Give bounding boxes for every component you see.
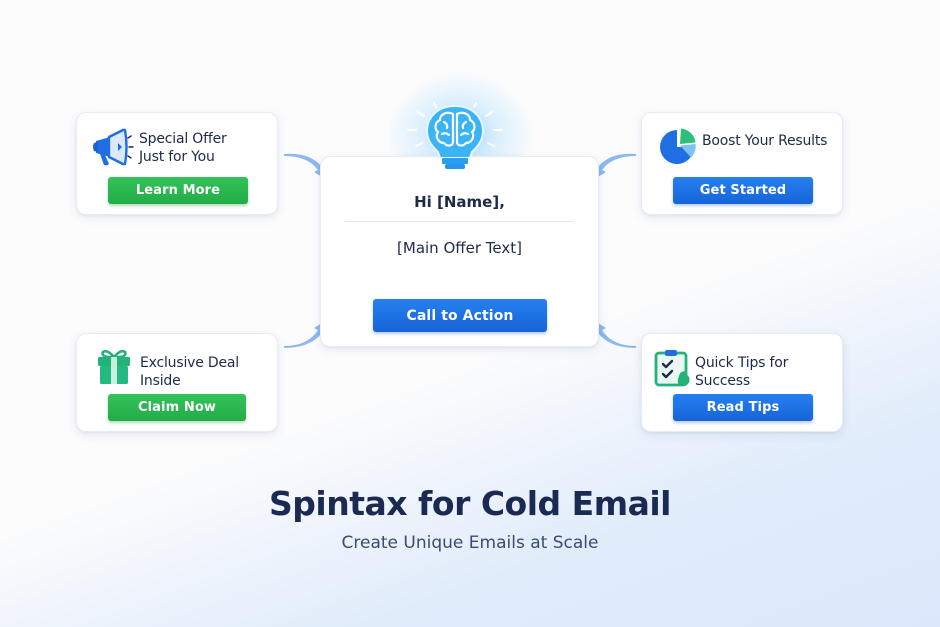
call-to-action-button[interactable]: Call to Action [373, 299, 547, 332]
card-title-line2: Just for You [139, 149, 215, 165]
variant-card-quick-tips: Quick Tips for Success Read Tips [641, 333, 843, 432]
megaphone-icon [93, 128, 134, 166]
arrow-bottom-right-icon [593, 320, 636, 348]
variant-card-boost-results: Boost Your Results Get Started [641, 112, 843, 215]
diagram-subtitle: Create Unique Emails at Scale [341, 533, 599, 553]
get-started-button[interactable]: Get Started [673, 177, 813, 204]
variant-card-exclusive-deal: Exclusive Deal Inside Claim Now [76, 333, 278, 432]
checklist-clipboard-icon [654, 350, 690, 387]
gift-icon [98, 349, 130, 384]
card-title: Boost Your Results [702, 133, 828, 149]
claim-now-button[interactable]: Claim Now [108, 394, 246, 421]
main-offer-text: [Main Offer Text] [397, 239, 522, 257]
divider [345, 221, 574, 222]
diagram-title: Spintax for Cold Email [269, 484, 671, 523]
card-title-line1: Special Offer [139, 131, 227, 147]
learn-more-button[interactable]: Learn More [108, 177, 248, 204]
greeting-text: Hi [Name], [414, 193, 505, 211]
read-tips-button[interactable]: Read Tips [673, 394, 813, 421]
pie-chart-icon [660, 128, 696, 164]
arrow-top-right-icon [593, 153, 636, 180]
card-title: Exclusive Deal Inside [140, 355, 239, 389]
card-title: Quick Tips for Success [695, 355, 789, 389]
variant-card-special-offer: Special Offer Just for You Learn More [76, 112, 278, 215]
arrow-bottom-left-icon [284, 320, 327, 348]
email-template-card: Hi [Name], [Main Offer Text] Call to Act… [320, 156, 599, 347]
arrow-top-left-icon [284, 153, 327, 180]
lightbulb-brain-icon [407, 102, 503, 169]
